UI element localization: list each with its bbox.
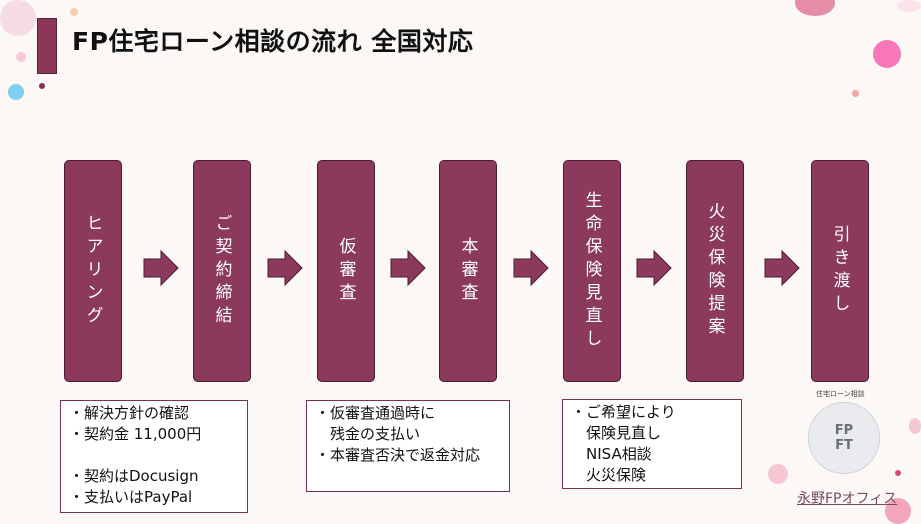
note-contract: ・解決方針の確認 ・契約金 11,000円 ・契約はDocusign ・支払いは… (60, 400, 248, 513)
note-line: 保険見直し (571, 424, 662, 442)
logo-caption: 住宅ローン相談 (816, 390, 865, 398)
decor-dot (895, 470, 901, 476)
decor-dot (8, 84, 24, 100)
decor-dot (70, 8, 78, 16)
step-contract: ご契約締結 (193, 160, 251, 382)
note-line: ・契約金 11,000円 (69, 425, 202, 443)
office-name-link[interactable]: 永野FPオフィス (797, 491, 898, 507)
decor-dot (795, 0, 835, 16)
step-label: ヒアリング (82, 213, 103, 329)
note-line: ・契約はDocusign (69, 467, 199, 485)
decor-dot (16, 52, 26, 62)
note-line: ・仮審査通過時に (315, 404, 436, 422)
step-hearing: ヒアリング (64, 160, 122, 382)
step-handover: 引き渡し (811, 160, 869, 382)
logo-mark: FP FT (809, 423, 879, 453)
logo-mark-line: FT (835, 438, 853, 453)
note-line: NISA相談 (571, 445, 652, 463)
step-main-review: 本審査 (439, 160, 497, 382)
step-label: 仮審査 (335, 236, 356, 306)
step-label: 生命保険見直し (581, 190, 602, 352)
decor-dot (39, 83, 45, 89)
note-line: ・解決方針の確認 (69, 404, 190, 422)
note-line: 残金の支払い (315, 425, 421, 443)
page-title: FP住宅ローン相談の流れ 全国対応 (72, 27, 474, 56)
arrow-right-icon (513, 250, 549, 286)
logo-mark-line: FP (834, 423, 854, 438)
office-logo: FP FT (808, 402, 880, 474)
decor-dot (897, 0, 921, 12)
decor-dot (768, 464, 788, 484)
note-line: ・本審査否決で返金対応 (315, 446, 481, 464)
arrow-right-icon (267, 250, 303, 286)
step-preliminary-review: 仮審査 (317, 160, 375, 382)
step-life-insurance-review: 生命保険見直し (563, 160, 621, 382)
note-review: ・仮審査通過時に 残金の支払い ・本審査否決で返金対応 (306, 400, 510, 492)
decor-dot (873, 40, 901, 68)
note-blank-line (69, 445, 239, 466)
arrow-right-icon (764, 250, 800, 286)
arrow-right-icon (636, 250, 672, 286)
note-insurance: ・ご希望により 保険見直し NISA相談 火災保険 (562, 399, 742, 489)
decor-dot (909, 418, 921, 434)
note-line: ・ご希望により (571, 403, 676, 421)
step-label: ご契約締結 (211, 213, 232, 329)
arrow-right-icon (390, 250, 426, 286)
title-accent-bar (37, 18, 57, 74)
step-label: 火災保険提案 (704, 202, 725, 340)
arrow-right-icon (143, 250, 179, 286)
decor-dot (0, 0, 36, 36)
step-fire-insurance-proposal: 火災保険提案 (686, 160, 744, 382)
step-label: 引き渡し (829, 225, 850, 317)
step-label: 本審査 (457, 236, 478, 306)
note-line: 火災保険 (571, 466, 647, 484)
note-line: ・支払いはPayPal (69, 488, 193, 506)
decor-dot (852, 90, 859, 97)
